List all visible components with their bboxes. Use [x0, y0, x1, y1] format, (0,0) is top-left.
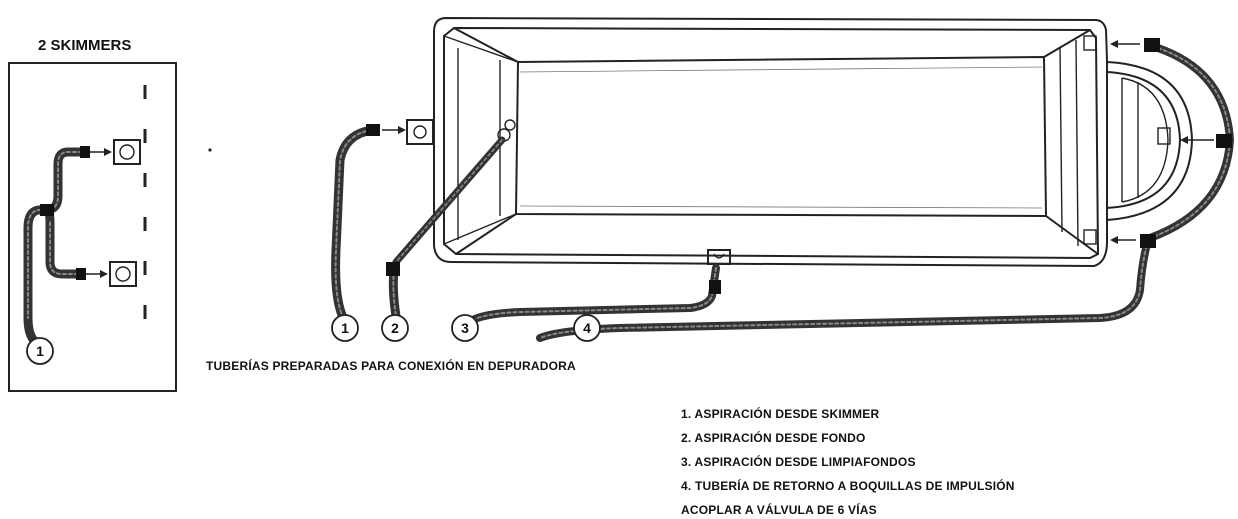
skimmer-box-upper [113, 139, 141, 165]
skimmer-box-lower [109, 261, 137, 287]
svg-text:2: 2 [391, 320, 399, 336]
roman-steps [1106, 61, 1194, 221]
pipe-1-skimmer-suction [331, 124, 406, 320]
legend-item-1: 1. ASPIRACIÓN DESDE SKIMMER [681, 406, 879, 421]
svg-text:1: 1 [36, 343, 44, 359]
legend-item-3: 3. ASPIRACIÓN DESDE LIMPIAFONDOS [681, 454, 916, 469]
arrow-to-upper-skimmer [88, 148, 112, 156]
pipe-2-main-drain-suction [386, 136, 506, 321]
pool-shell [433, 16, 1108, 268]
legend-item-4: 4. TUBERÍA DE RETORNO A BOQUILLAS DE IMP… [681, 478, 1015, 493]
svg-text:1: 1 [341, 320, 349, 336]
legend: 1. ASPIRACIÓN DESDE SKIMMER 2. ASPIRACIÓ… [681, 406, 1015, 517]
svg-text:4: 4 [583, 320, 591, 336]
arrow-to-lower-skimmer [84, 270, 108, 278]
legend-item-5: ACOPLAR A VÁLVULA DE 6 VÍAS [681, 502, 877, 517]
pipe-4-return-line [536, 38, 1234, 342]
skimmer-left-wall [406, 119, 434, 145]
legend-item-2: 2. ASPIRACIÓN DESDE FONDO [681, 430, 866, 445]
inset-hose-number-1: 1 [26, 337, 54, 365]
hose-number-1: 1 [331, 314, 359, 342]
inset-hose [23, 146, 90, 349]
hose-number-4: 4 [573, 314, 601, 342]
svg-text:3: 3 [461, 320, 469, 336]
inset-title: 2 SKIMMERS [38, 37, 131, 54]
hose-number-2: 2 [381, 314, 409, 342]
skimmer-inset: 2 SKIMMERS [8, 37, 177, 392]
stray-dot [208, 148, 212, 152]
vacuum-inlet [707, 249, 731, 265]
pipes-caption: TUBERÍAS PREPARADAS PARA CONEXIÓN EN DEP… [206, 358, 576, 373]
hose-number-3: 3 [451, 314, 479, 342]
inset-frame [8, 62, 177, 392]
return-nozzles [1083, 35, 1171, 245]
